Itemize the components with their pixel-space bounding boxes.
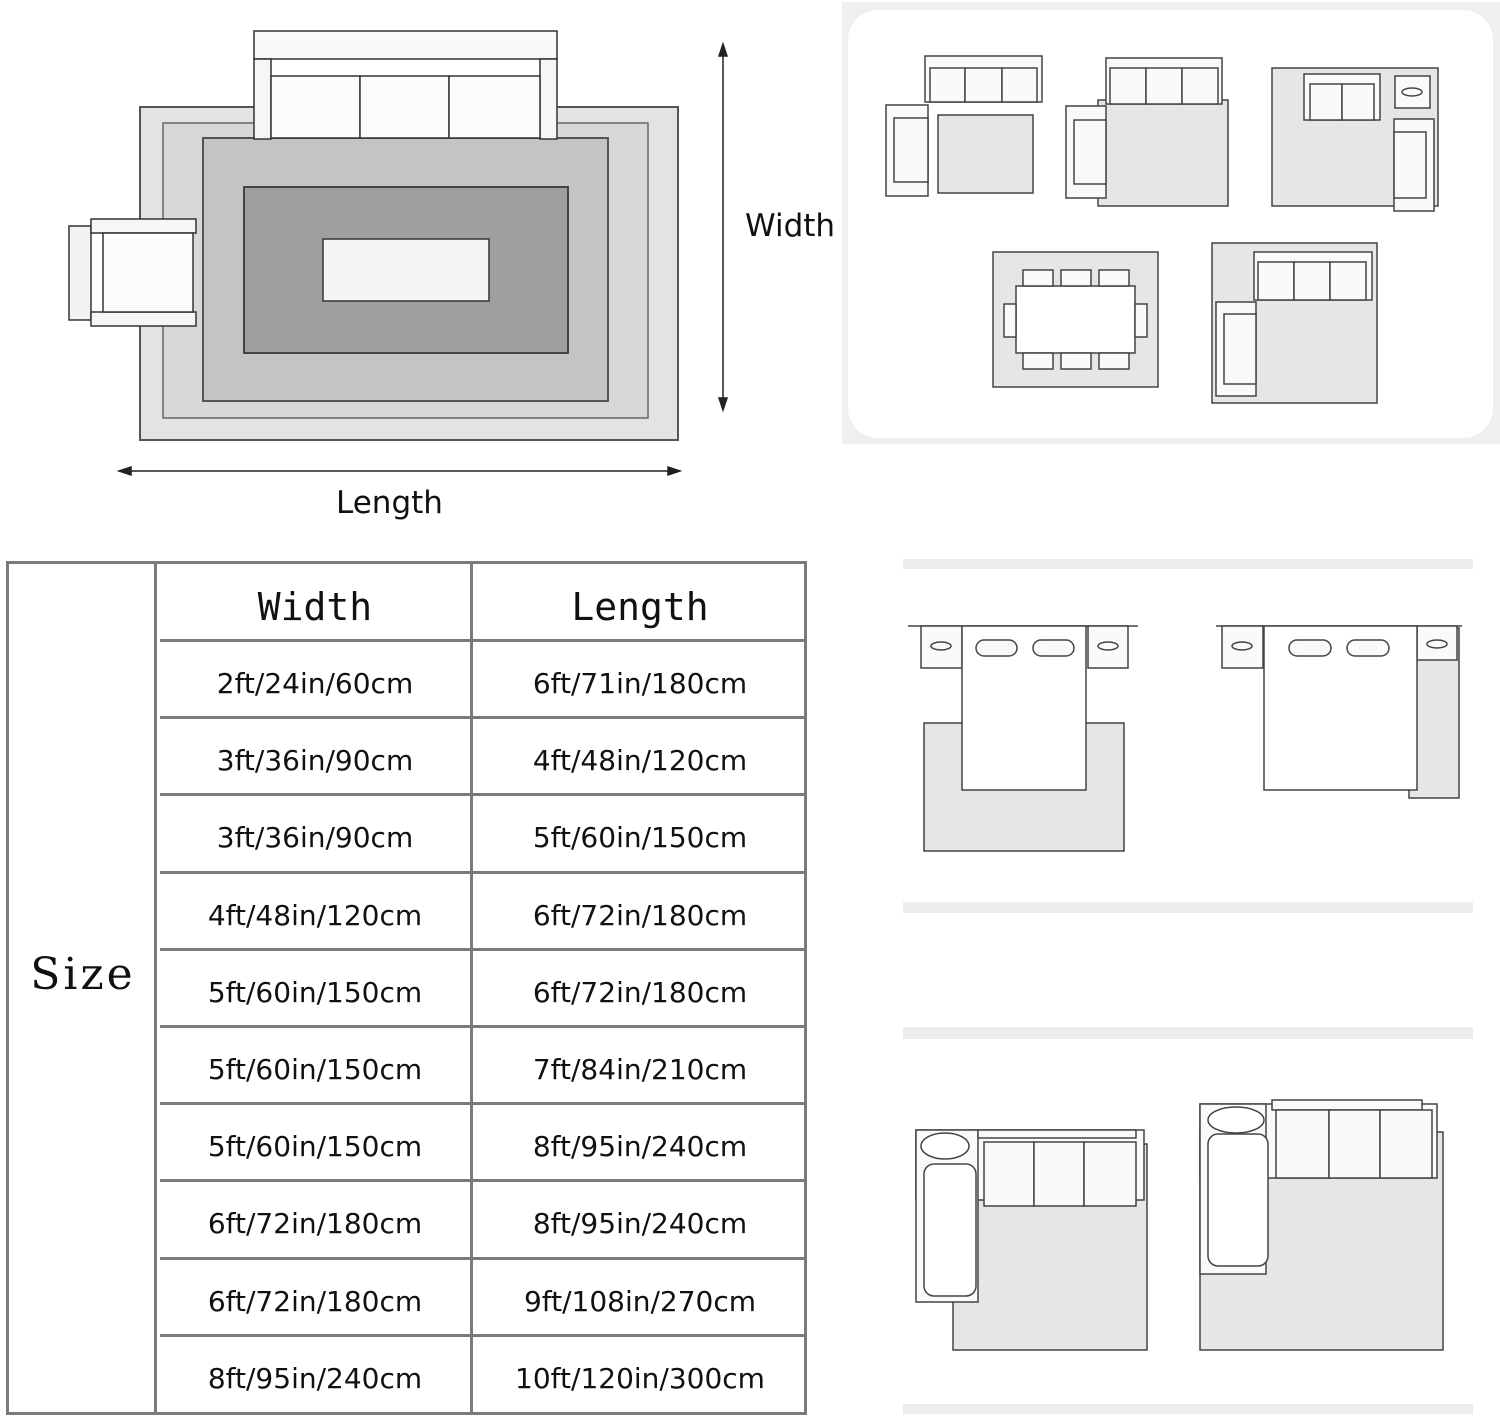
armchair	[68, 218, 197, 327]
layout-sofa-chair-medium-rug	[1065, 57, 1229, 207]
width-arrow	[717, 41, 729, 413]
table-cell-width: 3ft/36in/90cm	[160, 719, 470, 797]
table-cell-length: 4ft/48in/120cm	[473, 719, 807, 797]
coffee-table	[322, 238, 490, 302]
bedroom-layout-runner-rug	[1216, 625, 1462, 799]
layout-sofa-chair-rug-under	[1211, 242, 1378, 404]
table-cell-length: 7ft/84in/210cm	[473, 1028, 807, 1106]
table-cell-length: 8ft/95in/240cm	[473, 1182, 807, 1260]
table-cell-length: 8ft/95in/240cm	[473, 1105, 807, 1183]
table-cell-width: 3ft/36in/90cm	[160, 796, 470, 874]
table-cell-width: 5ft/60in/150cm	[160, 1105, 470, 1183]
table-cell-width: 6ft/72in/180cm	[160, 1182, 470, 1260]
size-label: Size	[30, 949, 136, 1000]
table-cell-length: 5ft/60in/150cm	[473, 796, 807, 874]
sectional-layouts-panel	[903, 1027, 1473, 1414]
table-cell-length: 6ft/72in/180cm	[473, 874, 807, 951]
bedroom-layout-rug-under-bed	[908, 625, 1138, 852]
table-cell-width: 8ft/95in/240cm	[207, 1361, 423, 1395]
layout-dining-table-rug	[992, 251, 1159, 388]
table-cell-width: 5ft/60in/150cm	[160, 951, 470, 1028]
rug-dimension-diagram	[68, 30, 729, 477]
layout-loveseat-chair-large-rug	[1271, 67, 1439, 212]
sectional-layout-2	[1199, 1099, 1444, 1351]
sectional-layout-1	[915, 1129, 1148, 1351]
length-column-header: Length	[473, 564, 807, 642]
table-cell-width: 2ft/24in/60cm	[160, 642, 470, 720]
table-cell-length: 6ft/71in/180cm	[473, 642, 807, 720]
width-label: Width	[745, 208, 836, 244]
table-cell-length: 9ft/108in/270cm	[473, 1260, 807, 1337]
table-cell-width: 5ft/60in/150cm	[160, 1028, 470, 1106]
table-cell-length: 10ft/120in/300cm	[515, 1361, 765, 1395]
length-arrow	[116, 465, 683, 477]
table-cell-width: 6ft/72in/180cm	[160, 1260, 470, 1337]
layout-sofa-chair-small-rug	[885, 55, 1043, 197]
length-label: Length	[336, 485, 443, 521]
column-divider	[470, 564, 473, 1412]
width-column-header: Width	[160, 564, 470, 642]
size-row-header-column: Size	[9, 564, 157, 1412]
living-room-layouts-panel	[842, 2, 1500, 444]
sofa	[253, 30, 558, 140]
bedroom-layouts-panel	[903, 559, 1473, 913]
table-cell-width: 4ft/48in/120cm	[160, 874, 470, 951]
table-cell-length: 6ft/72in/180cm	[473, 951, 807, 1028]
